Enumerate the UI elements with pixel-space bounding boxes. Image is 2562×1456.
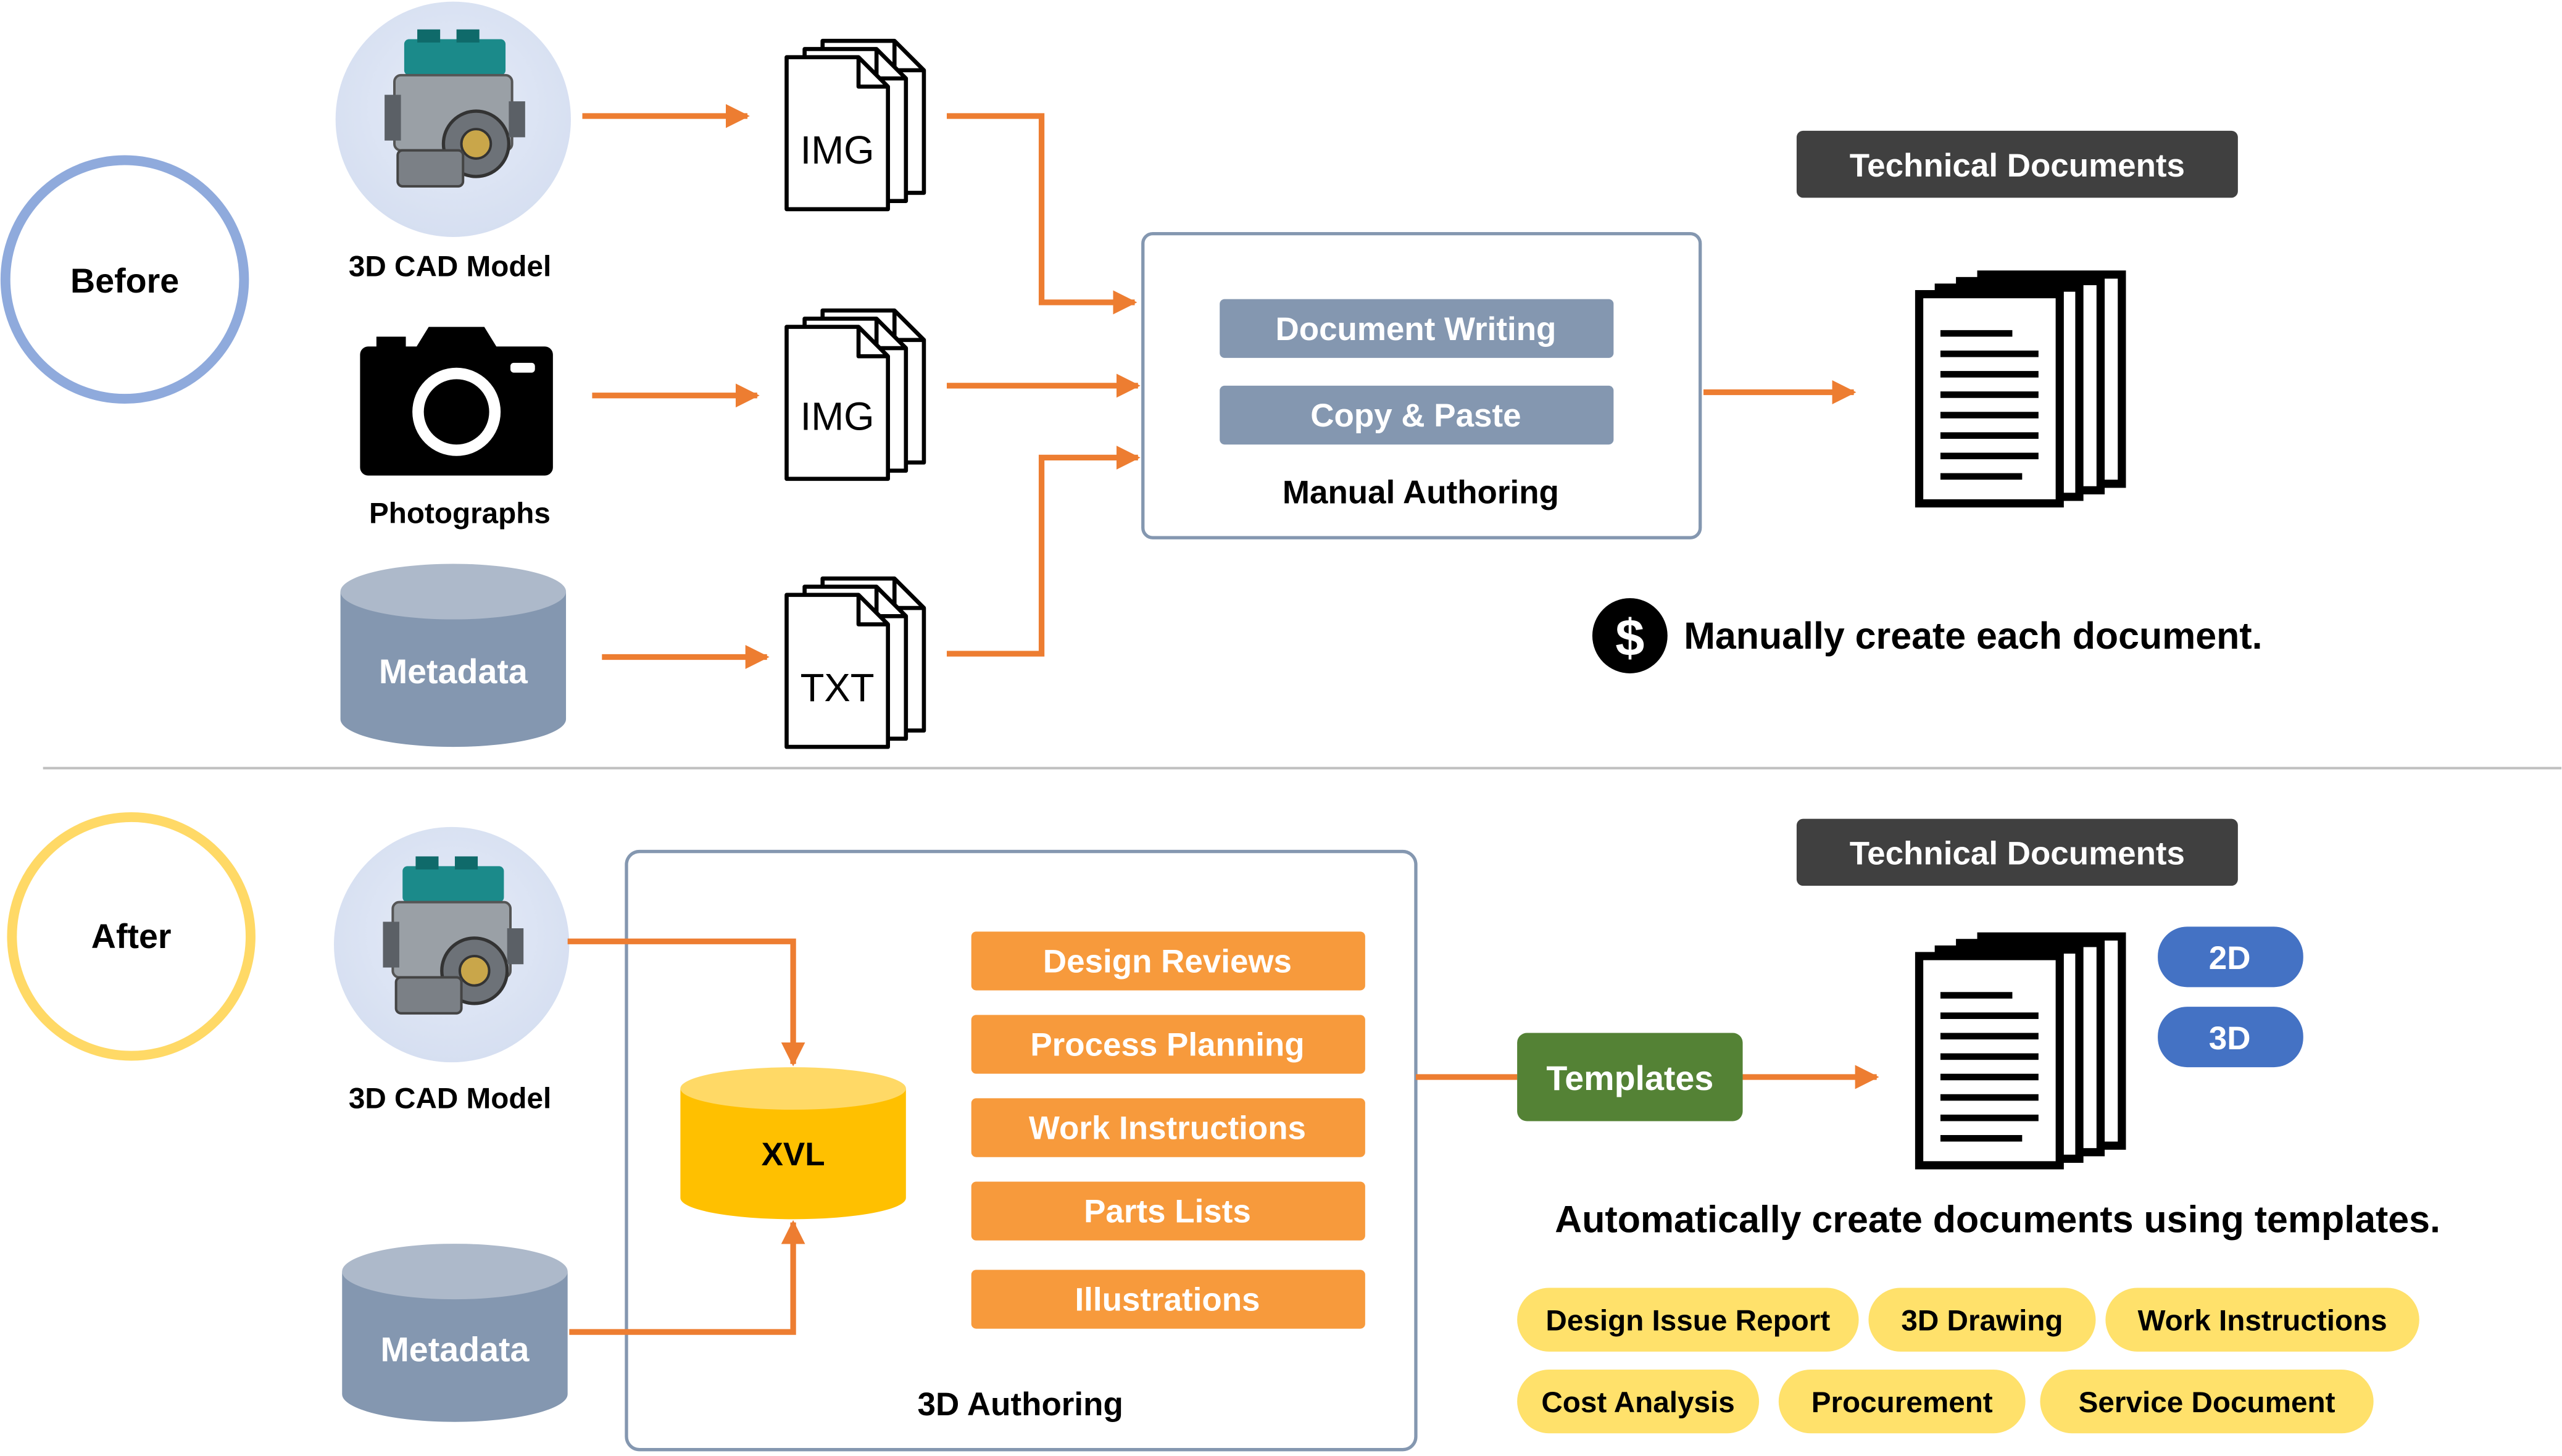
tech-docs-header-before: [1796, 130, 2238, 198]
document-type-tag-label: Procurement: [1811, 1386, 1993, 1419]
cad-model-label-after: 3D CAD Model: [349, 1082, 551, 1115]
after-label: After: [91, 917, 172, 955]
arrow-img1-to-manual: [947, 113, 1138, 315]
img-file-icon-1: [784, 38, 926, 212]
authoring-item-box: [971, 1270, 1365, 1329]
document-writing-label: Document Writing: [1276, 311, 1557, 347]
automatic-note: Automatically create documents using tem…: [1555, 1199, 2440, 1241]
authoring-item-label: Process Planning: [1030, 1027, 1304, 1063]
txt-file-label: TXT: [801, 666, 875, 710]
document-type-tag: [1778, 1369, 2026, 1434]
manual-note: Manually create each document.: [1684, 615, 2262, 657]
document-type-tag-label: Work Instructions: [2137, 1304, 2387, 1337]
format-badge-3d-label: 3D: [2209, 1020, 2251, 1057]
dollar-icon: $: [1592, 598, 1668, 673]
document-type-tag: [2040, 1369, 2374, 1434]
arrow-cad-to-xvl: [567, 938, 805, 1067]
document-type-tag: [1517, 1369, 1760, 1434]
cad-model-image-before: [335, 1, 571, 237]
after-arrows: [567, 938, 1879, 1335]
after-section: After 3D CAD Model Metadata: [7, 812, 2440, 1452]
documents-stack-icon-before: [1915, 270, 2126, 508]
before-section: Before 3D CAD Model: [0, 1, 2263, 749]
xvl-label: XVL: [762, 1136, 825, 1173]
cad-model-image-after: [334, 826, 570, 1063]
cad-model-label-before: 3D CAD Model: [349, 250, 551, 283]
documents-stack-icon-after: [1915, 932, 2126, 1170]
format-badge-2d: [2158, 926, 2303, 988]
tech-docs-header-after: [1796, 818, 2238, 886]
metadata-label-after: Metadata: [380, 1331, 530, 1369]
authoring-item-box: [971, 1015, 1365, 1074]
document-type-tags: Design Issue Report 3D Drawing Work Instru…: [1517, 1288, 2419, 1434]
metadata-database-icon-before: [340, 564, 567, 747]
format-badge-2d-label: 2D: [2209, 940, 2251, 976]
svg-text:$: $: [1615, 608, 1644, 667]
before-circle: [0, 155, 249, 404]
templates-label: Templates: [1546, 1059, 1713, 1097]
xvl-database-icon: [680, 1067, 906, 1220]
arrow-txt-to-manual: [947, 445, 1141, 657]
photographs-label: Photographs: [369, 497, 551, 530]
before-arrows: [582, 104, 1857, 669]
authoring-item-box: [971, 931, 1365, 991]
authoring-item-box: [971, 1098, 1365, 1157]
manual-authoring-title: Manual Authoring: [1283, 475, 1559, 511]
document-type-tag-label: 3D Drawing: [1901, 1304, 2063, 1337]
img-file-icon-2: [784, 308, 926, 481]
metadata-label-before: Metadata: [379, 652, 528, 691]
authoring-item-label: Work Instructions: [1029, 1110, 1306, 1147]
authoring-item-label: Parts Lists: [1084, 1194, 1251, 1230]
document-writing-box: [1220, 299, 1614, 358]
copy-paste-label: Copy & Paste: [1310, 397, 1521, 434]
before-label: Before: [70, 262, 179, 300]
templates-box: [1517, 1033, 1743, 1121]
tech-docs-label-after: Technical Documents: [1850, 836, 2185, 872]
img-file-label-2: IMG: [801, 394, 875, 438]
camera-icon: [360, 327, 553, 476]
format-badge-3d: [2158, 1007, 2303, 1068]
document-type-tag: [2105, 1288, 2419, 1352]
authoring-item-box: [971, 1181, 1365, 1241]
document-type-tag: [1517, 1288, 1859, 1352]
after-circle: [7, 812, 256, 1061]
txt-file-icon: [784, 576, 926, 749]
arrow-metadata-to-xvl: [569, 1220, 805, 1335]
authoring-title: 3D Authoring: [918, 1386, 1123, 1423]
authoring-item-label: Illustrations: [1075, 1282, 1260, 1318]
copy-paste-box: [1220, 385, 1614, 445]
document-type-tag: [1868, 1288, 2096, 1352]
tech-docs-label-before: Technical Documents: [1850, 148, 2185, 184]
img-file-label-1: IMG: [801, 128, 875, 172]
metadata-database-icon-after: [342, 1244, 568, 1422]
authoring-item-label: Design Reviews: [1043, 944, 1292, 980]
document-type-tag-label: Service Document: [2079, 1386, 2335, 1419]
document-type-tag-label: Design Issue Report: [1545, 1304, 1830, 1337]
document-type-tag-label: Cost Analysis: [1541, 1386, 1734, 1419]
